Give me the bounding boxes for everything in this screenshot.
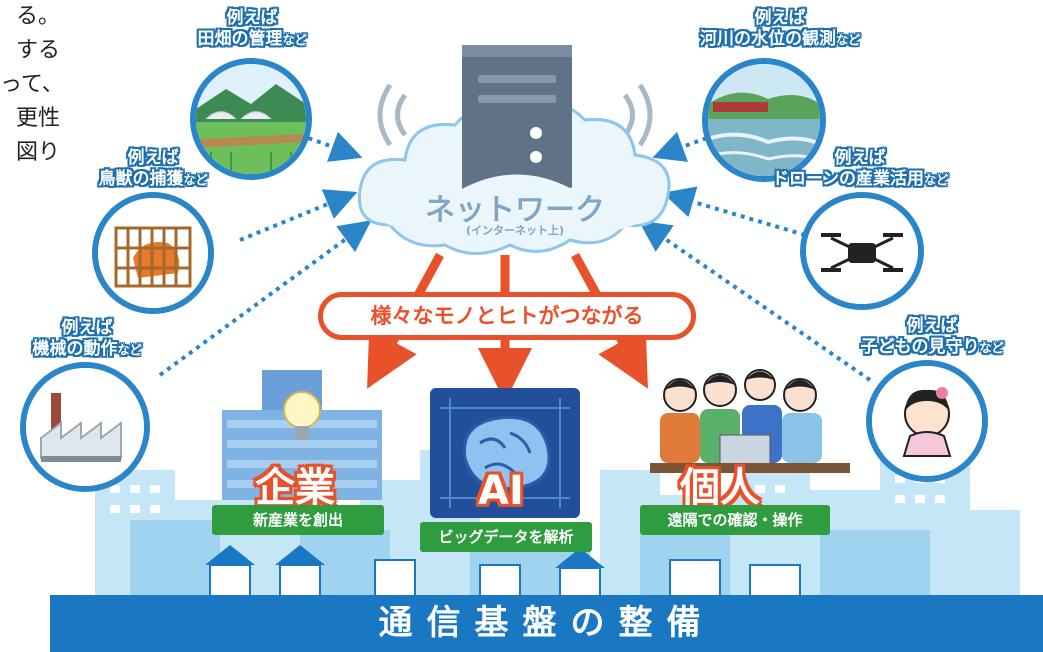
ai-brain-chip-icon — [430, 388, 580, 518]
company-desc: 新産業を創出 — [212, 505, 384, 535]
river-illustration — [702, 58, 826, 182]
example-suffix: など — [117, 343, 142, 357]
company-building-icon — [222, 370, 382, 500]
arrow-animal — [239, 189, 358, 242]
example-prefix: 例えば — [834, 148, 886, 168]
banner: 様々なモノとヒトがつながる — [318, 292, 696, 340]
example-prefix: 例えば — [906, 316, 958, 336]
ai-desc: ビッグデータを解析 — [420, 522, 592, 552]
field-illustration — [190, 58, 312, 180]
example-main: 田畑の管理 — [197, 29, 283, 49]
side-text-line: って、 — [0, 72, 64, 97]
example-suffix: など — [835, 33, 860, 47]
example-prefix: 例えば — [61, 318, 113, 338]
example-main: 鳥獣の捕獲 — [98, 169, 184, 189]
example-main: 子どもの見守り — [860, 337, 980, 357]
child-illustration — [866, 360, 988, 482]
example-label-machine: 例えば 機械の動作など — [2, 318, 172, 361]
person-title: 個人 — [680, 465, 760, 511]
example-suffix: など — [183, 173, 208, 187]
banner-label: 様々なモノとヒトがつながる — [370, 304, 644, 328]
cloud-title: ネットワーク — [425, 193, 605, 228]
side-text-line: 図り — [15, 140, 60, 165]
side-text-line: する — [15, 38, 60, 63]
example-prefix: 例えば — [754, 8, 806, 28]
example-prefix: 例えば — [226, 8, 278, 28]
drone-illustration — [800, 192, 924, 310]
trap-illustration — [92, 192, 214, 314]
example-label-field: 例えば 田畑の管理など — [172, 8, 332, 51]
example-label-animal: 例えば 鳥獣の捕獲など — [68, 148, 238, 191]
company-title: 企業 — [255, 465, 335, 511]
arrow-child — [638, 220, 872, 382]
cloud-server — [357, 45, 671, 255]
example-main: 河川の水位の観測 — [699, 29, 836, 49]
example-main: 機械の動作 — [32, 339, 118, 359]
example-prefix: 例えば — [127, 148, 179, 168]
example-suffix: など — [924, 173, 949, 187]
arrow-machine — [158, 220, 372, 377]
example-label-drone: 例えば ドローンの産業活用など — [740, 148, 980, 191]
example-main: ドローンの産業活用 — [771, 169, 925, 189]
footer-title: 通信基盤の整備 — [378, 603, 715, 643]
arrow-field — [299, 131, 363, 162]
side-text: る。 する って、 更性 図り — [0, 0, 64, 170]
ai-title: AI — [478, 468, 524, 514]
people-group-icon — [650, 369, 850, 473]
factory-illustration — [20, 362, 150, 492]
side-text-line: る。 — [15, 4, 60, 29]
person-desc: 遠隔での確認・操作 — [640, 505, 830, 535]
example-label-river: 例えば 河川の水位の観測など — [675, 8, 885, 51]
example-suffix: など — [282, 33, 307, 47]
footer-bar: 通信基盤の整備 — [50, 595, 1043, 652]
side-text-line: 更性 — [15, 106, 60, 131]
example-label-child: 例えば 子どもの見守りなど — [832, 316, 1032, 359]
arrow-drone — [662, 186, 806, 237]
example-suffix: など — [979, 341, 1004, 355]
cloud-subtitle: (インターネット上) — [465, 224, 565, 237]
